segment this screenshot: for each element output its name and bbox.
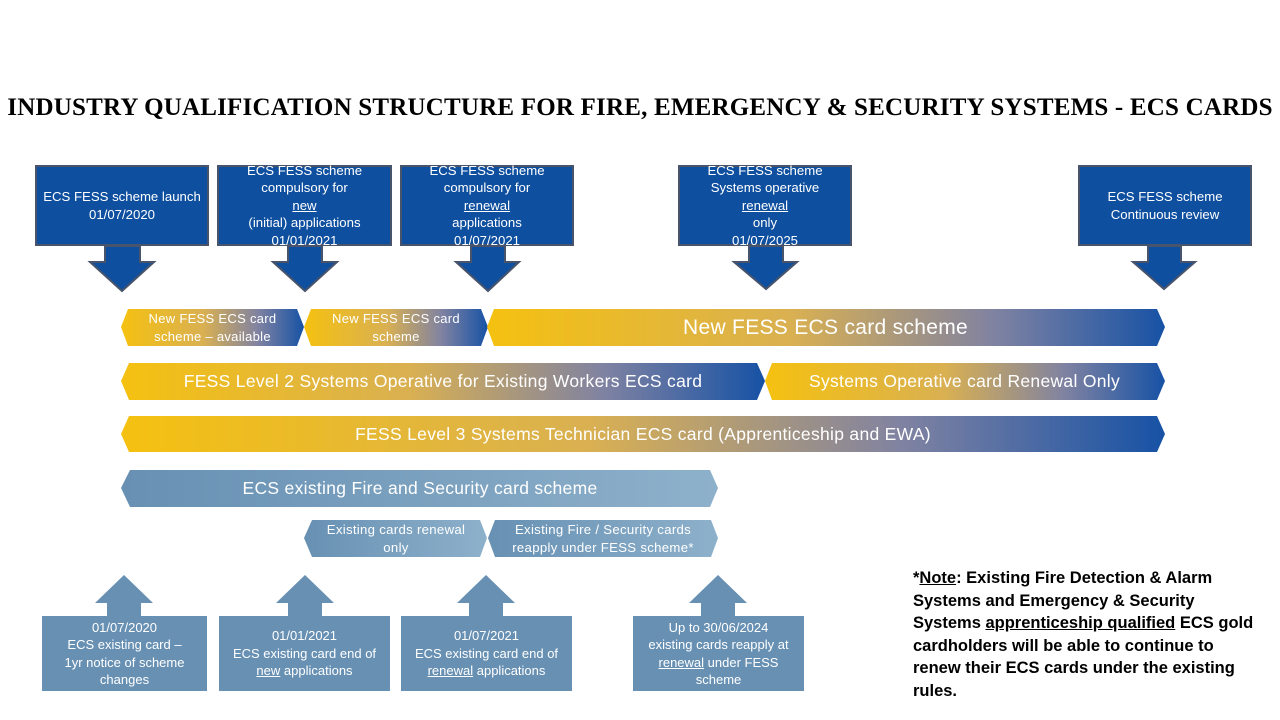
up-arrow-icon [95, 575, 153, 616]
note-label: Note [919, 569, 957, 587]
milestone-line: 1yr notice of scheme [64, 654, 185, 670]
note-star: * [913, 569, 920, 587]
bar-existing-scheme: ECS existing Fire and Security card sche… [242, 478, 598, 498]
bar-shape-level2 [121, 363, 765, 400]
milestone-line: compulsory for renewal [444, 179, 530, 214]
milestone-line: ECS existing card end of [232, 645, 377, 661]
milestone-date: Up to 30/06/2024 [668, 619, 769, 635]
down-arrow-icon [453, 245, 522, 293]
bar-shape-existing-scheme [121, 470, 718, 507]
text-fragment: applications [473, 663, 546, 679]
bar-shape-reapply [488, 520, 718, 557]
down-arrow-icon [270, 245, 340, 293]
text-fragment: applications [280, 663, 353, 679]
bar-label: scheme [372, 328, 420, 344]
bar-new-fess-available: New FESS ECS card scheme – available [128, 309, 297, 346]
milestone-continuous-review: ECS FESS scheme Continuous review [1078, 165, 1252, 246]
bar-label: scheme – available [154, 328, 271, 344]
text-fragment: under FESS [704, 654, 779, 670]
text-fragment: compulsory for [443, 180, 531, 196]
bar-shape-new-fess-available [121, 309, 304, 346]
milestone-line: (initial) applications [248, 215, 361, 231]
milestone-renewal-only: ECS FESS scheme Systems operative renewa… [678, 162, 852, 248]
existing-milestone-end-renewal: 01/07/2021 ECS existing card end of rene… [401, 616, 572, 691]
milestone-line: new applications [219, 662, 390, 680]
milestone-compulsory-renewal: ECS FESS scheme compulsory for renewal a… [400, 162, 574, 248]
bar-existing-renewal: Existing cards renewal only [312, 520, 480, 557]
milestone-line: renewal only [742, 197, 788, 232]
bar-label: only [383, 539, 409, 555]
page-title: INDUSTRY QUALIFICATION STRUCTURE FOR FIR… [7, 94, 1273, 121]
underlined-text: renewal [463, 197, 511, 213]
underlined-text: new [292, 197, 317, 213]
down-arrow-icon [731, 245, 800, 291]
milestone-line: ECS FESS scheme launch [43, 189, 201, 204]
bar-label: reapply under FESS scheme* [512, 539, 694, 555]
milestone-line: Systems operative [710, 180, 820, 196]
bar-shape-new-fess-main [487, 309, 1165, 346]
bar-label: Existing Fire / Security cards [514, 521, 692, 537]
milestone-date: 01/07/2020 [88, 206, 155, 222]
bar-shape-renewal-only [765, 363, 1165, 400]
underlined-text: new [256, 663, 281, 679]
bar-level2-existing-workers: FESS Level 2 Systems Operative for Exist… [183, 371, 703, 391]
up-arrow-icon [276, 575, 334, 616]
milestone-line: ECS FESS scheme [707, 162, 823, 178]
milestone-line: changes [99, 672, 150, 687]
text-fragment: only [752, 215, 778, 231]
milestone-line: ECS FESS scheme [1107, 189, 1223, 204]
up-arrow-icon [689, 575, 747, 616]
bar-label: New FESS ECS card [332, 310, 460, 326]
milestone-line: compulsory for new [261, 179, 347, 214]
up-arrow-icon [457, 575, 515, 616]
milestone-date: 01/07/2020 [91, 619, 158, 635]
bar-label: New FESS ECS card [148, 310, 277, 326]
note-underlined: apprenticeship qualified [985, 614, 1176, 632]
underlined-text: renewal [427, 663, 474, 679]
note-text: : Existing Fire Detection & Alarm System… [913, 569, 1213, 632]
bar-shape-existing-renewal [304, 520, 487, 557]
milestone-line: ECS existing card end of [414, 645, 559, 661]
bar-reapply-fess: Existing Fire / Security cards reapply u… [495, 520, 711, 557]
milestone-line: ECS existing card – [67, 637, 182, 652]
note-text: ECS gold cardholders will be able to con… [913, 614, 1254, 700]
milestone-scheme-launch: ECS FESS scheme launch 01/07/2020 [35, 165, 209, 246]
down-arrow-icon [87, 245, 157, 293]
milestone-date: 01/07/2021 [453, 628, 520, 644]
milestone-line: Continuous review [1110, 206, 1220, 222]
milestone-line: renewal under FESS [633, 654, 804, 672]
milestone-line: ECS FESS scheme [429, 162, 545, 178]
bar-level3-technician: FESS Level 3 Systems Technician ECS card… [355, 423, 931, 444]
bar-renewal-only: Systems Operative card Renewal Only [808, 371, 1121, 391]
milestone-date: 01/07/2021 [453, 232, 520, 248]
bar-new-fess-main: New FESS ECS card scheme [683, 315, 968, 339]
milestone-date: 01/01/2021 [271, 628, 338, 644]
underlined-text: renewal [658, 654, 705, 670]
bar-shape-level3 [121, 416, 1165, 452]
bar-shape-new-fess [304, 309, 488, 346]
existing-milestone-end-new: 01/01/2021 ECS existing card end of new … [219, 616, 390, 691]
milestone-line: ECS FESS scheme [246, 162, 363, 178]
milestone-line: applications [452, 215, 522, 231]
text-fragment: compulsory for [261, 180, 348, 196]
existing-milestone-reapply: Up to 30/06/2024 existing cards reapply … [633, 616, 804, 691]
milestone-line: renewal applications [401, 662, 572, 680]
milestone-line: scheme [695, 672, 742, 687]
down-arrow-icon [1130, 245, 1198, 291]
milestone-line: existing cards reapply at [648, 637, 789, 652]
bar-label: Existing cards renewal [326, 521, 466, 537]
milestone-compulsory-new: ECS FESS scheme compulsory for new (init… [217, 162, 392, 248]
milestone-date: 01/07/2025 [731, 232, 798, 248]
bar-new-fess: New FESS ECS card scheme [311, 309, 481, 346]
footnote: *Note: Existing Fire Detection & Alarm S… [913, 567, 1258, 702]
existing-milestone-notice: 01/07/2020 ECS existing card – 1yr notic… [42, 616, 207, 691]
milestone-date: 01/01/2021 [271, 232, 338, 248]
underlined-text: renewal [741, 197, 789, 213]
